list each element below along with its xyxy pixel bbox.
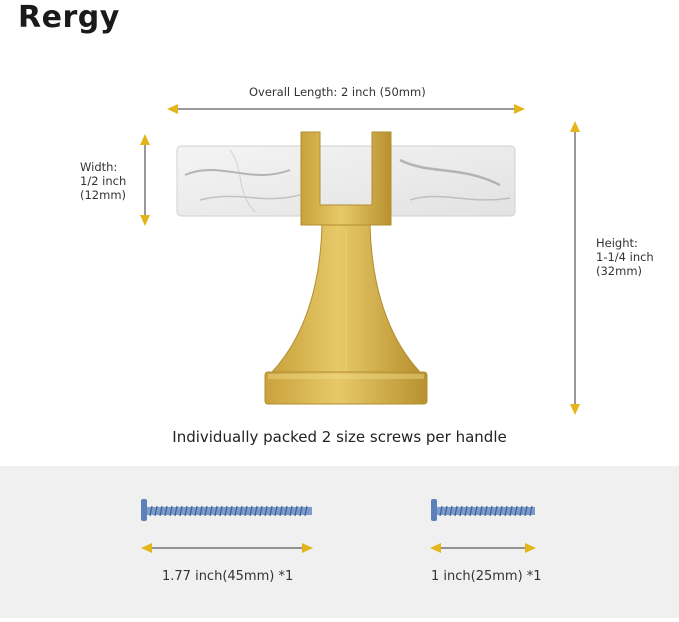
width-label-line: (12mm) xyxy=(80,188,127,202)
width-label-line: 1/2 inch xyxy=(80,174,127,188)
screw-long-label: 1.77 inch(45mm) *1 xyxy=(162,569,294,584)
screw-long-arrow xyxy=(141,543,313,553)
product-illustration xyxy=(140,104,580,415)
length-label: Overall Length: 2 inch (50mm) xyxy=(249,85,426,99)
gold-base xyxy=(264,371,428,405)
brand-logo: Rergy xyxy=(18,0,120,35)
length-arrow xyxy=(167,104,525,114)
height-label: Height: 1-1/4 inch (32mm) xyxy=(596,236,654,278)
screw-short xyxy=(431,499,535,521)
gold-stem xyxy=(270,224,422,373)
height-arrow xyxy=(570,121,580,415)
packaging-caption: Individually packed 2 size screws per ha… xyxy=(172,428,507,446)
width-label: Width: 1/2 inch (12mm) xyxy=(80,160,126,202)
marble-bar xyxy=(176,145,516,217)
height-label-line: (32mm) xyxy=(596,264,643,278)
screw-long xyxy=(141,499,312,521)
height-label-line: 1-1/4 inch xyxy=(596,250,654,264)
screw-illustrations xyxy=(141,499,536,553)
width-arrow xyxy=(140,134,150,226)
screw-short-arrow xyxy=(430,543,536,553)
gold-bracket xyxy=(300,131,392,226)
width-label-line: Width: xyxy=(80,160,118,174)
screw-short-label: 1 inch(25mm) *1 xyxy=(431,569,542,584)
screw-panel: 1.77 inch(45mm) *1 1 inch(25mm) *1 xyxy=(0,466,679,618)
height-label-line: Height: xyxy=(596,236,638,250)
